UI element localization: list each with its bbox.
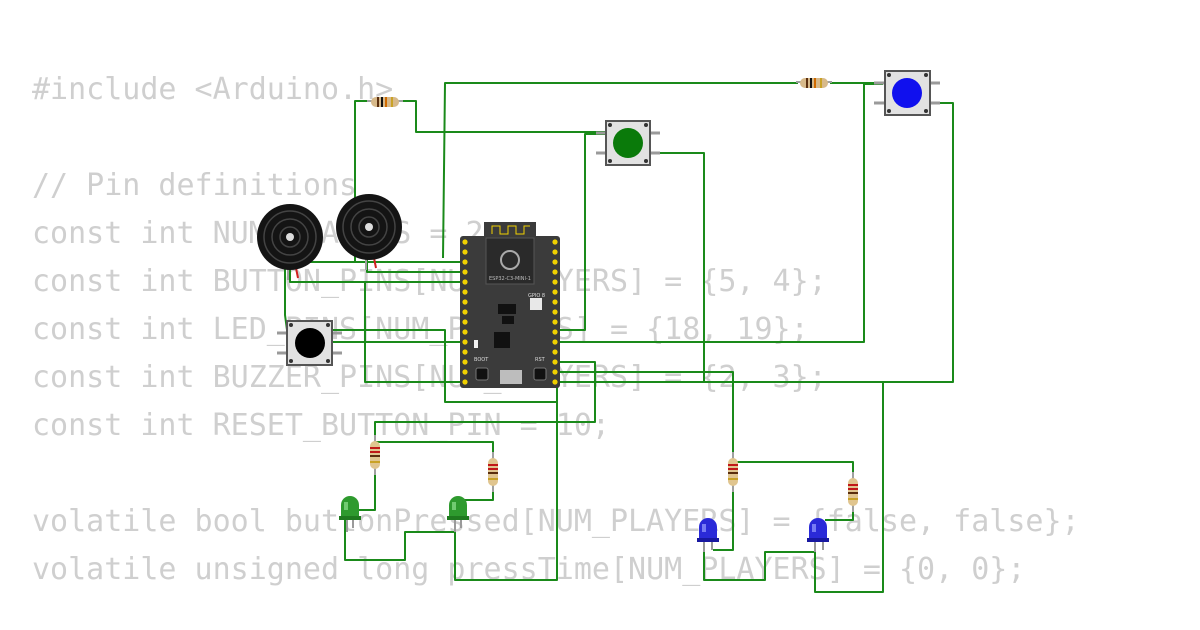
buzzer: [257, 204, 323, 280]
header-pin: [462, 359, 468, 365]
header-pin: [552, 249, 558, 255]
gpio-label: GPIO 8: [528, 293, 545, 299]
header-pin: [552, 269, 558, 275]
header-pin: [552, 239, 558, 245]
code-line: volatile bool buttonPressed[NUM_PLAYERS]…: [32, 504, 1080, 539]
code-line: #include <Arduino.h>: [32, 72, 394, 107]
wire: [333, 329, 558, 403]
rst-label: RST: [535, 357, 546, 363]
header-pin: [552, 319, 558, 325]
header-pin: [552, 369, 558, 375]
header-pin: [552, 289, 558, 295]
resistor: [796, 78, 832, 88]
wire: [650, 152, 705, 382]
boot-label: BOOT: [474, 357, 489, 363]
header-pin: [462, 299, 468, 305]
board-pins: [462, 239, 558, 385]
boot-button[interactable]: [475, 367, 489, 381]
wire: [374, 361, 596, 440]
wire: [352, 472, 376, 511]
header-pin: [552, 359, 558, 365]
wire: [825, 512, 854, 521]
led-blue: [807, 518, 829, 552]
resistor: [367, 97, 403, 107]
wire: [703, 382, 884, 593]
pushbutton-black[interactable]: [277, 320, 342, 366]
reset-button[interactable]: [533, 367, 547, 381]
header-pin: [462, 309, 468, 315]
header-pin: [462, 339, 468, 345]
code-line: // Pin definitions: [32, 168, 358, 203]
led-green: [339, 496, 361, 532]
header-pin: [462, 279, 468, 285]
header-pin: [462, 259, 468, 265]
led-green: [447, 496, 469, 532]
header-pin: [552, 279, 558, 285]
resistor: [848, 472, 858, 512]
header-pin: [462, 249, 468, 255]
resistor: [728, 452, 738, 492]
header-pin: [462, 329, 468, 335]
header-pin: [462, 379, 468, 385]
header-pin: [462, 319, 468, 325]
header-pin: [462, 369, 468, 375]
header-pin: [462, 349, 468, 355]
header-pin: [552, 329, 558, 335]
wire: [464, 492, 494, 501]
wire: [284, 261, 355, 331]
wire: [557, 371, 734, 452]
header-pin: [552, 259, 558, 265]
wire: [364, 282, 463, 383]
header-pin: [552, 349, 558, 355]
pushbutton-green[interactable]: [596, 120, 660, 166]
code-line: volatile unsigned long pressTime[NUM_PLA…: [32, 552, 1026, 587]
header-pin: [552, 299, 558, 305]
header-pin: [552, 339, 558, 345]
code-line: const int RESET_BUTTON_PIN = 10;: [32, 408, 610, 443]
buzzer: [336, 194, 402, 270]
header-pin: [552, 379, 558, 385]
wire: [557, 83, 883, 343]
header-pin: [462, 269, 468, 275]
module-label: ESP32-C3-MINI-1: [489, 276, 531, 282]
wire: [733, 461, 854, 472]
header-pin: [462, 289, 468, 295]
wire: [344, 392, 558, 581]
code-line: const int BUZZER_PINS[NUM_PLAYERS] = {2,…: [32, 360, 827, 395]
header-pin: [462, 239, 468, 245]
wire: [354, 100, 463, 263]
pushbutton-blue[interactable]: [874, 70, 940, 116]
wire: [442, 82, 798, 259]
esp32-board: ESP32-C3-MINI-1 GPIO 8 BOOT RST: [460, 222, 560, 388]
header-pin: [552, 309, 558, 315]
led-blue: [697, 518, 719, 552]
wire: [557, 133, 606, 331]
wire: [402, 100, 606, 133]
wire: [375, 441, 494, 452]
resistor: [488, 452, 498, 492]
wire: [713, 492, 734, 551]
wire: [557, 102, 954, 383]
